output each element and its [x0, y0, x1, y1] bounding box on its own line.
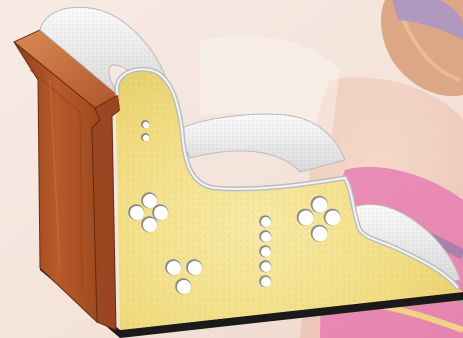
drain-hole	[188, 261, 202, 275]
drain-hole	[299, 211, 314, 226]
drain-hole	[261, 247, 271, 257]
drain-hole	[154, 206, 168, 220]
drain-hole	[261, 217, 271, 227]
drain-hole	[143, 194, 157, 208]
drain-hole	[167, 261, 181, 275]
drain-hole	[177, 280, 191, 294]
drain-hole	[143, 122, 149, 128]
drain-hole	[130, 206, 144, 220]
drain-hole	[313, 198, 328, 213]
drain-hole	[143, 218, 157, 232]
drain-hole	[143, 135, 149, 141]
drain-hole	[326, 211, 341, 226]
drain-hole	[261, 262, 271, 272]
drain-hole	[313, 227, 328, 242]
drain-hole	[261, 277, 271, 287]
drain-hole	[261, 232, 271, 242]
